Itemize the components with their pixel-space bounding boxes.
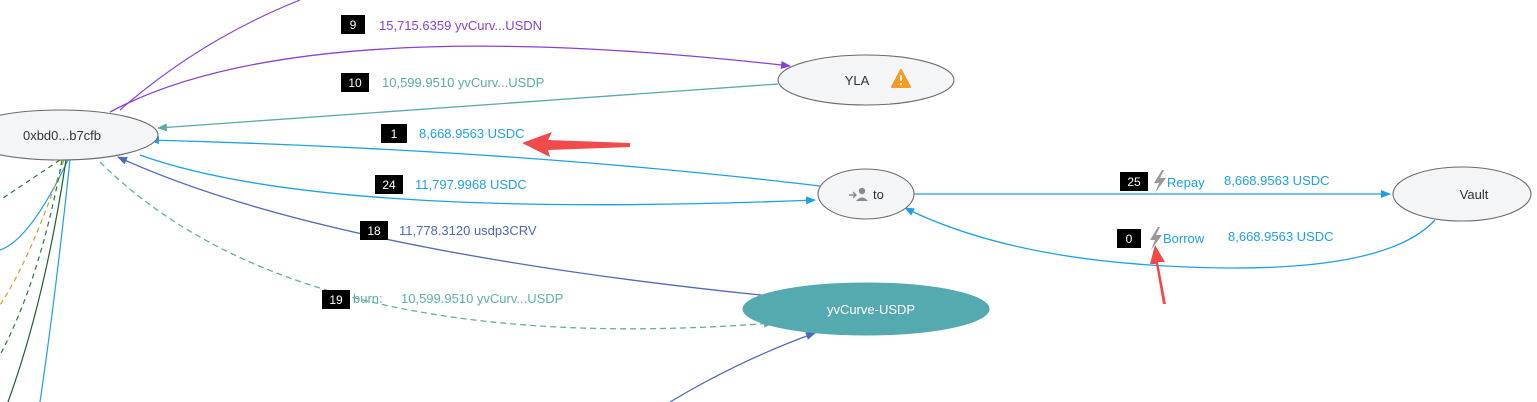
edge-offscreen-darkgreen[interactable] [7, 159, 67, 402]
edge-1-index-badge [381, 124, 407, 143]
edge-offscreen-purple[interactable] [119, 0, 301, 111]
edge-0-index: 0 [1126, 232, 1133, 246]
edge-offscreen-to-yvcurve[interactable] [669, 332, 816, 402]
edge-24-line[interactable] [139, 154, 816, 206]
node-to-shape [817, 168, 915, 220]
edge-25-index-badge [1120, 172, 1148, 191]
node-yla-label: YLA [845, 73, 870, 88]
edge-9-amount: 15,715.6359 yvCurv...USDN [379, 18, 542, 33]
edge-25-index: 25 [1127, 175, 1141, 189]
edge-19-prefix: burn: [353, 291, 383, 306]
edge-18-index: 18 [367, 224, 381, 238]
edge-24-amount: 11,797.9968 USDC [415, 177, 527, 192]
edge-19-amount: 10,599.9510 yvCurv...USDP [401, 291, 563, 306]
edge-25-amount: 8,668.9563 USDC [1224, 173, 1330, 188]
edge-1-label[interactable]: 1 8,668.9563 USDC [381, 124, 525, 143]
edge-1-index: 1 [391, 127, 398, 141]
edge-1-line[interactable] [149, 136, 821, 187]
edge-19-index: 19 [329, 293, 343, 307]
node-account-label: 0xbd0...b7cfb [23, 128, 101, 143]
edge-19-line[interactable] [99, 161, 774, 330]
node-yvcurve-shape [742, 282, 990, 336]
user-enter-icon [849, 187, 868, 201]
edge-0-line[interactable] [904, 207, 1436, 269]
edge-1-amount: 8,668.9563 USDC [419, 126, 525, 141]
edge-19-index-badge [322, 290, 350, 309]
edge-24-index-badge [375, 175, 403, 194]
node-yvcurve-usdp[interactable]: yvCurve-USDP [742, 282, 990, 336]
warning-icon [891, 69, 911, 88]
flash-icon [1154, 170, 1166, 193]
edge-25-label[interactable]: 25 Repay 8,668.9563 USDC [1120, 170, 1330, 193]
edge-19-label[interactable]: 19 burn: 10,599.9510 yvCurv...USDP [322, 290, 563, 309]
edge-0-action: Borrow [1163, 231, 1205, 246]
node-account-shape [0, 109, 159, 161]
edge-24-index: 24 [382, 178, 396, 192]
edge-18-amount: 11,778.3120 usdp3CRV [399, 223, 537, 238]
annotation-arrow-left [522, 132, 630, 157]
flash-icon [1150, 227, 1162, 250]
node-vault-shape [1392, 166, 1532, 222]
edge-offscreen-green-dashed[interactable] [0, 159, 63, 356]
edge-9-index: 9 [350, 18, 357, 32]
edge-10-amount: 10,599.9510 yvCurv...USDP [382, 75, 544, 90]
edge-18-index-badge [360, 221, 388, 240]
edge-offscreen-gold[interactable] [0, 159, 65, 306]
edge-0-amount: 8,668.9563 USDC [1228, 229, 1334, 244]
edge-offscreen-blue[interactable] [0, 159, 69, 251]
node-account[interactable]: 0xbd0...b7cfb [0, 109, 159, 161]
edge-24-label[interactable]: 24 11,797.9968 USDC [375, 175, 527, 194]
node-vault[interactable]: Vault [1392, 166, 1532, 222]
node-to[interactable]: to [817, 168, 915, 220]
edge-10-index: 10 [348, 76, 362, 90]
node-to-label: to [873, 187, 884, 202]
edge-9-line[interactable] [109, 45, 791, 113]
edge-9-index-badge [341, 15, 365, 34]
edge-offscreen-green-dashed-2[interactable] [0, 159, 61, 201]
edge-25-action: Repay [1167, 175, 1205, 190]
node-yla-shape [777, 54, 955, 106]
offscreen-edges [0, 0, 816, 402]
edge-10-index-badge [341, 73, 369, 92]
node-yvcurve-label: yvCurve-USDP [827, 302, 915, 317]
node-yla[interactable]: YLA [777, 54, 955, 106]
edge-10-label[interactable]: 10 10,599.9510 yvCurv...USDP [341, 73, 544, 92]
edge-10-line[interactable] [157, 83, 779, 132]
edge-offscreen-blue-2[interactable] [39, 159, 71, 402]
node-vault-label: Vault [1460, 187, 1489, 202]
edge-18-label[interactable]: 18 11,778.3120 usdp3CRV [360, 221, 537, 240]
edge-0-index-badge [1117, 229, 1141, 248]
annotation-arrow-up [1150, 245, 1166, 304]
edge-9-label[interactable]: 9 15,715.6359 yvCurv...USDN [341, 15, 542, 34]
edge-0-label[interactable]: 0 Borrow 8,668.9563 USDC [1117, 227, 1334, 250]
